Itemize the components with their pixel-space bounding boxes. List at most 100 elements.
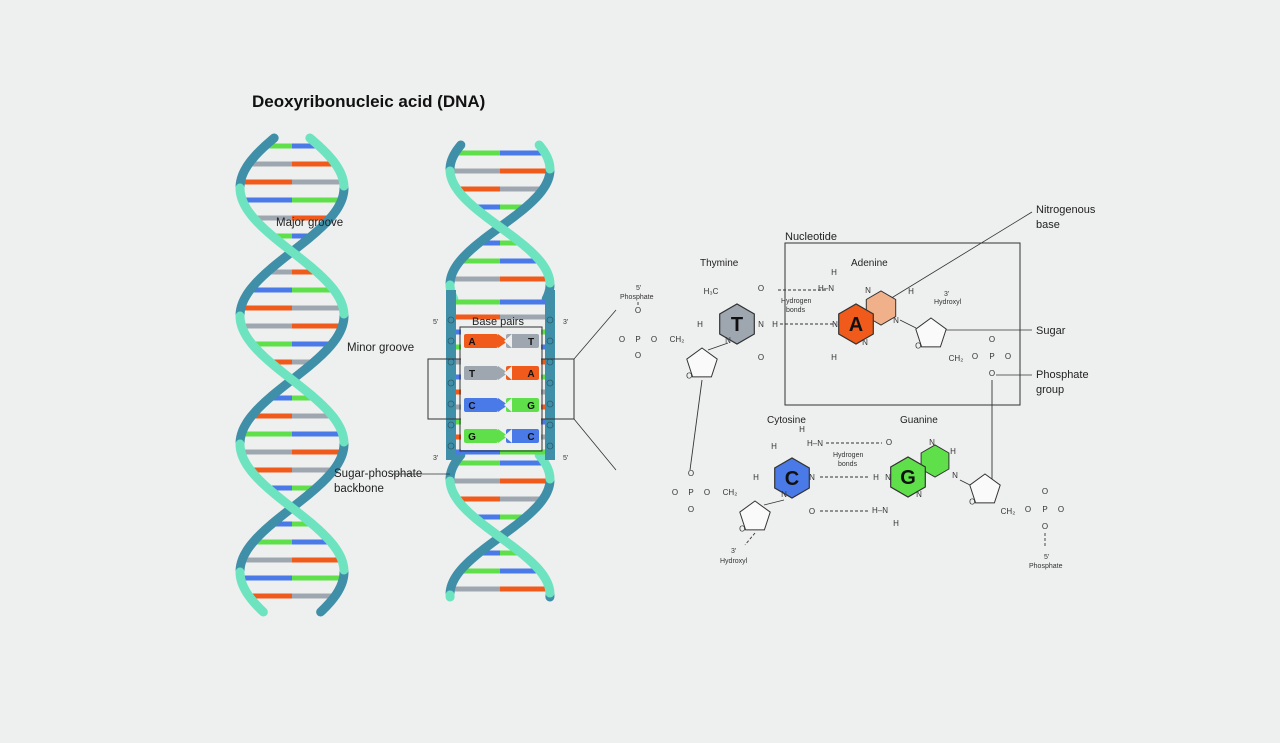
strand-3prime-top-right: 3' [563, 319, 568, 326]
cytosine-amine: H–N [807, 439, 823, 448]
phosphate-node [546, 442, 554, 450]
phosphate-node [546, 337, 554, 345]
nitrogenous-pointer [879, 211, 1033, 306]
guanine-n-bottom: N [916, 490, 922, 499]
hydrogen-bonds-top-line1: Hydrogen [781, 298, 811, 305]
nitrogenous-base-label-line1: Nitrogenous [1036, 204, 1096, 216]
strand-3prime-bottom-left: 3' [433, 455, 438, 462]
hydrogen-bonds-bottom-line2: bonds [838, 461, 858, 468]
diagram-title: Deoxyribonucleic acid (DNA) [252, 92, 486, 111]
base-pair-left-notch [498, 429, 508, 443]
cytosine-label: Cytosine [767, 415, 806, 426]
thymine-o-bottom: O [758, 353, 764, 362]
adenine-n: N [832, 320, 838, 329]
thymine-ring-ring [719, 303, 755, 345]
thymine-ring-letter: T [731, 314, 743, 336]
base-pair-right-block [506, 366, 539, 380]
adenine-h-bottom: H [831, 353, 837, 362]
phosphate-node [546, 421, 554, 429]
nitrogenous-base-label-line2: base [1036, 219, 1060, 231]
base-pair-right-notch [504, 366, 512, 380]
phosphate-5prime-top-label: Phosphate [620, 294, 654, 301]
sugar-adenine [915, 317, 947, 348]
phosphate-bottom-right-o-up: O [1042, 487, 1048, 496]
cytosine-amine-h-top: H [799, 425, 805, 434]
hydroxyl-3prime-top-label: Hydroxyl [934, 299, 962, 306]
guanine-h-right: H [950, 447, 956, 456]
guanine-amine: H–N [872, 506, 888, 515]
phosphate-top-o-up: O [635, 306, 641, 315]
backbone-strand-back [445, 140, 466, 174]
guanine-amine-h-bottom: H [893, 519, 899, 528]
phosphate-5prime-bottom-label: Phosphate [1029, 563, 1063, 570]
hydroxyl-3prime-bottom-number: 3' [731, 548, 736, 555]
cytosine-ring-letter: C [785, 468, 799, 490]
adenine-ring: A [838, 303, 874, 345]
guanine-n-right: N [952, 471, 958, 480]
base-pairs-label: Base pairs [472, 316, 524, 328]
thymine-n: N [758, 320, 764, 329]
thymine-h-bond: H [772, 320, 778, 329]
sugar-guanine [969, 473, 1001, 504]
cytosine-hydroxyl-link [744, 532, 756, 546]
guanine-ring: G [890, 456, 926, 498]
sugar-guanine-oxygen: O [969, 497, 975, 506]
cytosine-h-top: H [771, 442, 777, 451]
phosphate-node [447, 379, 455, 387]
base-pair-right-block [506, 429, 539, 443]
phosphate-node [447, 316, 455, 324]
backbone-strand-front [445, 166, 555, 288]
thymine-h-left: H [697, 320, 703, 329]
backbone-strand-front [534, 140, 555, 174]
phosphate-node [447, 400, 455, 408]
minor-groove-label: Minor groove [347, 342, 414, 354]
hydroxyl-3prime-top-number: 3' [944, 291, 949, 298]
guanine-sugar-bond [959, 479, 971, 486]
adenine-n-right: N [893, 316, 899, 325]
guanine-h-bond: H [873, 473, 879, 482]
base-pair-left-block [464, 398, 498, 412]
backbone-left-straight [446, 290, 456, 460]
phosphate-bottom-right-p: P [1042, 505, 1047, 514]
adenine-ring-letter: A [849, 314, 863, 336]
sugar-label: Sugar [1036, 325, 1066, 337]
adenine-n-top: N [865, 286, 871, 295]
base-pair-right-letter: G [527, 401, 535, 412]
backbone-strand-front [534, 450, 555, 484]
sugar-thymine-oxygen: O [686, 371, 692, 380]
base-pair-right-letter: C [527, 432, 534, 443]
phosphate-bottom-right-o-down: O [1042, 522, 1048, 531]
backbone-strand-front [305, 133, 349, 191]
thymine-ring: T [719, 303, 755, 345]
base-pair-right-notch [504, 429, 512, 443]
cytosine-sugar-bond [763, 499, 785, 506]
phosphate-group-label-line2: group [1036, 384, 1064, 396]
phosphate-bottom-o-left: O [672, 488, 678, 497]
adenine-h-top: H [831, 268, 837, 277]
phosphate-top-o-right: O [651, 335, 657, 344]
cytosine-ring-ring [774, 457, 810, 499]
base-pair-left-block [464, 334, 498, 348]
cytosine-h-left: H [753, 473, 759, 482]
phosphate-bottom-right-o-right: O [1058, 505, 1064, 514]
base-pairs-box [459, 326, 543, 452]
phosphate-top-p: P [635, 335, 640, 344]
zoom-line-bottom [573, 418, 617, 471]
backbone-strand-front [235, 311, 349, 447]
strand-5prime-bottom-right: 5' [563, 455, 568, 462]
phosphate-top-o-left: O [619, 335, 625, 344]
guanine-ring-letter: G [900, 467, 916, 489]
thymine-n-bottom: N [725, 336, 731, 345]
backbone-label-line1: Sugar-phosphate [334, 468, 422, 480]
helix-overview [235, 133, 349, 617]
backbone-strand-back [445, 450, 466, 484]
guanine-label: Guanine [900, 415, 938, 426]
phosphate-5prime-top-number: 5' [636, 285, 641, 292]
hydroxyl-3prime-bottom-label: Hydroxyl [720, 558, 748, 565]
guanine-n-top: N [929, 438, 935, 447]
